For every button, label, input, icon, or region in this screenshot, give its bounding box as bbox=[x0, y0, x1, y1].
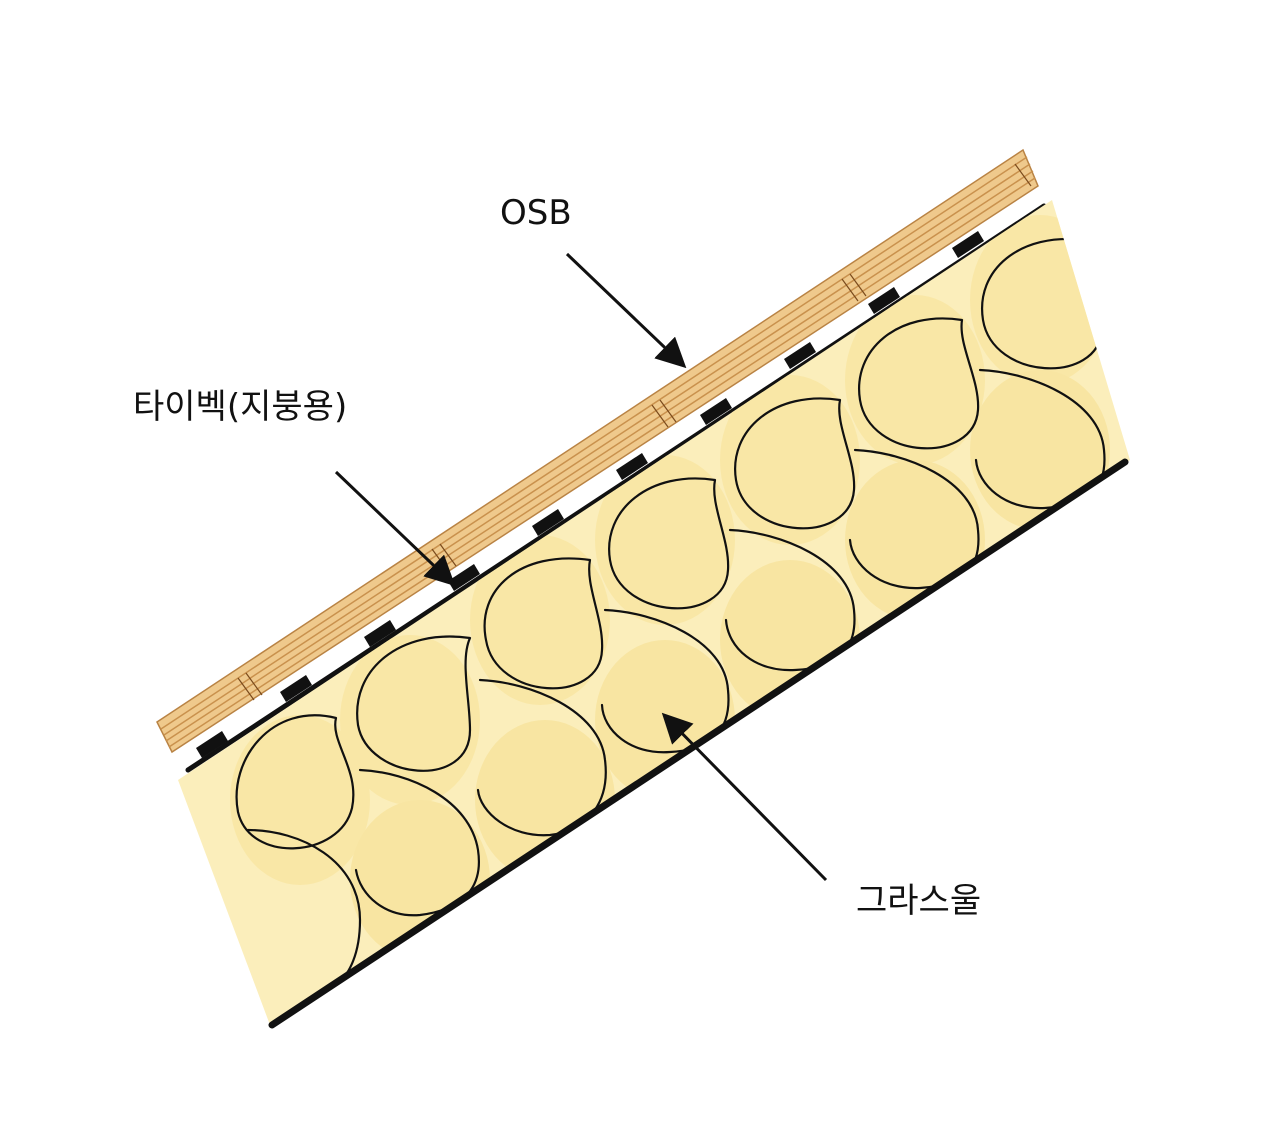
tyvek-clips bbox=[196, 231, 984, 758]
insulation-bottom-line bbox=[268, 458, 1129, 1029]
osb-arrow bbox=[565, 252, 687, 369]
tyvek-arrow bbox=[334, 470, 456, 587]
osb-label: OSB bbox=[500, 193, 572, 233]
osb-board bbox=[156, 148, 1039, 754]
osb-ply-line bbox=[163, 163, 1031, 736]
glass-wool-label: 그라스울 bbox=[856, 881, 982, 921]
osb-ply-line bbox=[168, 177, 1036, 748]
glass-wool-insulation bbox=[178, 200, 1130, 1029]
osb-ply-line bbox=[165, 170, 1034, 742]
glass-wool-arrow bbox=[661, 712, 828, 882]
tyvek-label: 타이벡(지붕용) bbox=[133, 387, 348, 427]
osb-ply-line bbox=[160, 156, 1028, 730]
